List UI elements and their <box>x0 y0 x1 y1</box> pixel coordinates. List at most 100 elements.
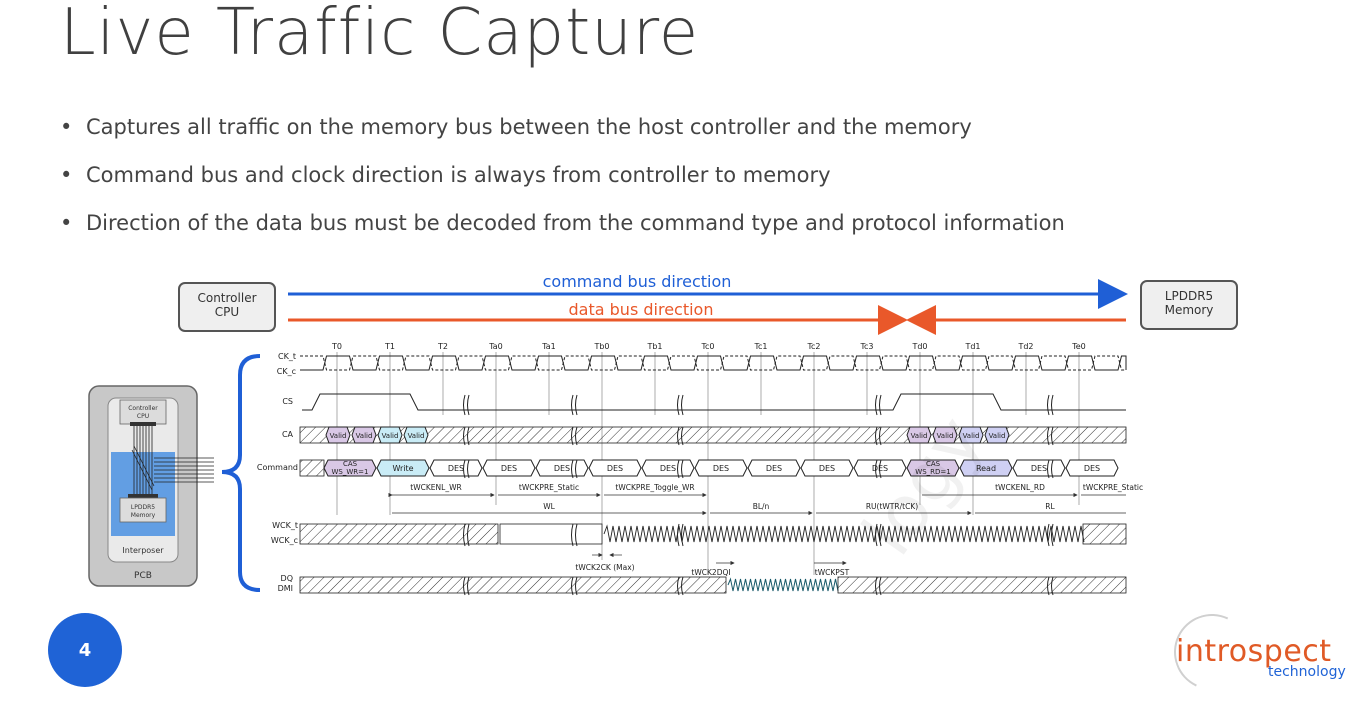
command-bus-label: command bus direction <box>543 272 732 291</box>
tick-t0: T0 <box>331 342 342 351</box>
ca-valid: Valid <box>356 432 373 440</box>
tick-td0: Td0 <box>911 342 927 351</box>
data-bus-label: data bus direction <box>569 300 714 319</box>
signal-dmi: DMI <box>278 584 293 593</box>
timing-twckpre-static-2: tWCKPRE_Static <box>1083 483 1143 492</box>
timing-twck2ck: tWCK2CK (Max) <box>575 563 634 572</box>
break-mark <box>1047 523 1054 547</box>
pcb-illustration: Controller CPU LPDDR5 Memory Interposer … <box>88 385 214 587</box>
bullet-dot: • <box>60 115 73 139</box>
timing-twckpre-toggle-wr: tWCKPRE_Toggle_WR <box>615 483 694 492</box>
bullet-dot: • <box>60 163 73 187</box>
ca-valid: Valid <box>330 432 347 440</box>
break-mark <box>1047 459 1054 479</box>
cmd-write: Write <box>392 464 413 473</box>
controller-box-line2: CPU <box>215 305 239 319</box>
bullet-item: • Captures all traffic on the memory bus … <box>60 112 1065 160</box>
ck-c-line <box>300 355 1127 371</box>
break-mark <box>1047 576 1054 596</box>
break-mark <box>677 523 684 547</box>
break-mark <box>571 459 578 479</box>
tick-tc1: Tc1 <box>753 342 767 351</box>
timing-twckpre-static: tWCKPRE_Static <box>519 483 579 492</box>
break-mark <box>677 576 684 596</box>
signal-command: Command <box>257 463 298 472</box>
cmd-des: DES <box>1084 464 1100 473</box>
command-row: CAS WS_WR=1 Write DES DES DES DES DES DE… <box>299 459 1119 477</box>
cmd-des: DES <box>554 464 570 473</box>
cmd-cas-wr-line2: WS_WR=1 <box>332 468 369 476</box>
break-mark <box>463 576 470 596</box>
break-mark <box>875 576 882 596</box>
pcb-controller-line2: CPU <box>137 413 149 420</box>
pcb-memory-line2: Memory <box>131 512 156 519</box>
timing-rl: RL <box>1045 502 1055 511</box>
break-mark <box>875 523 882 547</box>
bullet-text: Direction of the data bus must be decode… <box>86 211 1065 235</box>
break-mark <box>875 459 882 479</box>
signal-ck-c: CK_c <box>277 367 296 376</box>
memory-box: LPDDR5 Memory <box>1140 280 1238 330</box>
cmd-des: DES <box>1031 464 1047 473</box>
break-mark <box>463 394 470 416</box>
bullet-dot: • <box>60 211 73 235</box>
controller-box-line1: Controller <box>197 291 256 305</box>
ca-row: Valid Valid Valid Valid Valid Valid Vali… <box>299 426 1127 444</box>
page-number-badge: 4 <box>48 613 122 687</box>
tick-te0: Te0 <box>1071 342 1086 351</box>
signal-wck-c: WCK_c <box>271 536 298 545</box>
ca-valid: Valid <box>937 432 954 440</box>
cmd-des: DES <box>660 464 676 473</box>
timing-rl-twtr: RU(tWTR/tCK) <box>866 502 918 511</box>
cmd-cas-rd-line1: CAS <box>926 460 941 468</box>
signal-dq: DQ <box>281 574 293 583</box>
cmd-cas-rd-line2: WS_RD=1 <box>915 468 950 476</box>
ca-valid: Valid <box>911 432 928 440</box>
ck-waveform <box>300 355 1127 371</box>
break-mark <box>875 426 882 446</box>
introspect-logo: introspect technology <box>1163 603 1350 701</box>
bullet-text: Command bus and clock direction is alway… <box>86 163 831 187</box>
ca-valid: Valid <box>382 432 399 440</box>
logo-subword: technology <box>1268 664 1346 680</box>
tick-tc0: Tc0 <box>700 342 714 351</box>
break-mark <box>463 523 470 547</box>
bullet-text: Captures all traffic on the memory bus b… <box>86 115 972 139</box>
cs-waveform <box>302 393 1126 411</box>
cmd-des: DES <box>713 464 729 473</box>
break-mark <box>677 394 684 416</box>
pcb-controller-line1: Controller <box>128 405 158 412</box>
break-marks <box>463 394 1054 596</box>
cmd-cas-wr-line1: CAS <box>343 460 358 468</box>
ck-t-line <box>300 355 1127 371</box>
break-mark <box>1047 426 1054 446</box>
break-mark <box>571 394 578 416</box>
cmd-read: Read <box>976 464 996 473</box>
timing-wl: WL <box>543 502 555 511</box>
memory-box-line1: LPDDR5 <box>1165 289 1213 303</box>
logo-word: introspect <box>1176 634 1332 669</box>
tick-tb0: Tb0 <box>593 342 609 351</box>
tick-td1: Td1 <box>964 342 980 351</box>
bullet-list: • Captures all traffic on the memory bus … <box>60 112 1065 256</box>
cmd-des: DES <box>766 464 782 473</box>
break-mark <box>463 426 470 446</box>
ca-valid: Valid <box>408 432 425 440</box>
ca-valid: Valid <box>963 432 980 440</box>
cmd-des: DES <box>607 464 623 473</box>
tick-t1: T1 <box>384 342 395 351</box>
tick-tb1: Tb1 <box>646 342 662 351</box>
bullet-item: • Command bus and clock direction is alwa… <box>60 160 1065 208</box>
break-mark <box>571 576 578 596</box>
break-mark <box>1047 394 1054 416</box>
dq-burst-line <box>727 577 839 592</box>
page-title: Live Traffic Capture <box>60 0 700 70</box>
timing-twck2dqi: tWCK2DQI <box>691 568 730 577</box>
wck-toggle-line <box>603 524 1085 543</box>
blue-brace <box>221 354 261 592</box>
break-mark <box>677 426 684 446</box>
wck-waveform <box>299 523 1127 545</box>
pcb-memory-line1: LPDDR5 <box>131 504 155 511</box>
signal-wck-t: WCK_t <box>272 521 298 530</box>
